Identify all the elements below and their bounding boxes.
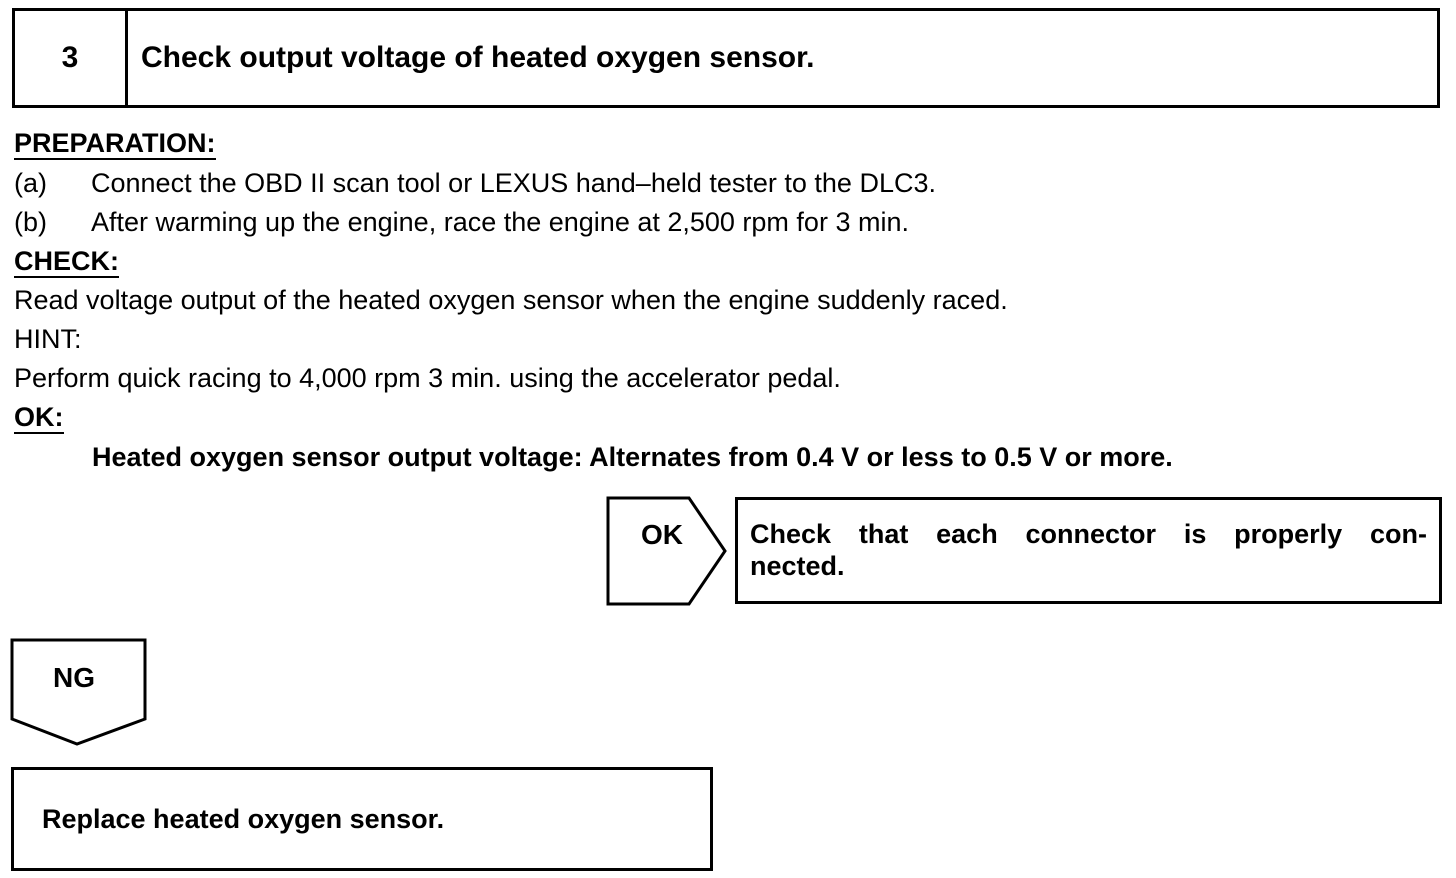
ok-result-line-1: Check that each connector is properly co… <box>750 519 1427 549</box>
hint-label: HINT: <box>14 324 82 354</box>
item-label: (b) <box>14 207 47 237</box>
check-text: Read voltage output of the heated oxygen… <box>14 285 1008 315</box>
step-header-box: 3 Check output voltage of heated oxygen … <box>12 8 1440 108</box>
ok-result-text: Check that each connector is properly co… <box>750 518 1427 582</box>
item-text: Connect the OBD II scan tool or LEXUS ha… <box>91 168 936 198</box>
hint-text: Perform quick racing to 4,000 rpm 3 min.… <box>14 363 841 393</box>
ok-arrow-label: OK <box>641 519 683 550</box>
step-number: 3 <box>15 11 128 105</box>
ok-result-line-2: nected. <box>750 551 845 581</box>
preparation-heading: PREPARATION: <box>14 128 216 160</box>
check-heading: CHECK: <box>14 246 119 278</box>
ok-arrow-shape <box>606 496 727 606</box>
ok-heading: OK: <box>14 402 64 434</box>
item-text: After warming up the engine, race the en… <box>91 207 909 237</box>
item-label: (a) <box>14 168 47 198</box>
ok-result-box: Check that each connector is properly co… <box>735 497 1442 604</box>
preparation-item-a: (a) Connect the OBD II scan tool or LEXU… <box>14 167 1214 199</box>
ng-arrow-shape <box>10 638 147 746</box>
preparation-item-b: (b) After warming up the engine, race th… <box>14 206 1214 238</box>
ng-arrow-label: NG <box>53 662 95 693</box>
ng-result-text: Replace heated oxygen sensor. <box>42 804 445 834</box>
ng-result-box: Replace heated oxygen sensor. <box>11 767 713 871</box>
step-title: Check output voltage of heated oxygen se… <box>141 41 815 74</box>
ok-spec: Heated oxygen sensor output voltage: Alt… <box>92 442 1173 472</box>
